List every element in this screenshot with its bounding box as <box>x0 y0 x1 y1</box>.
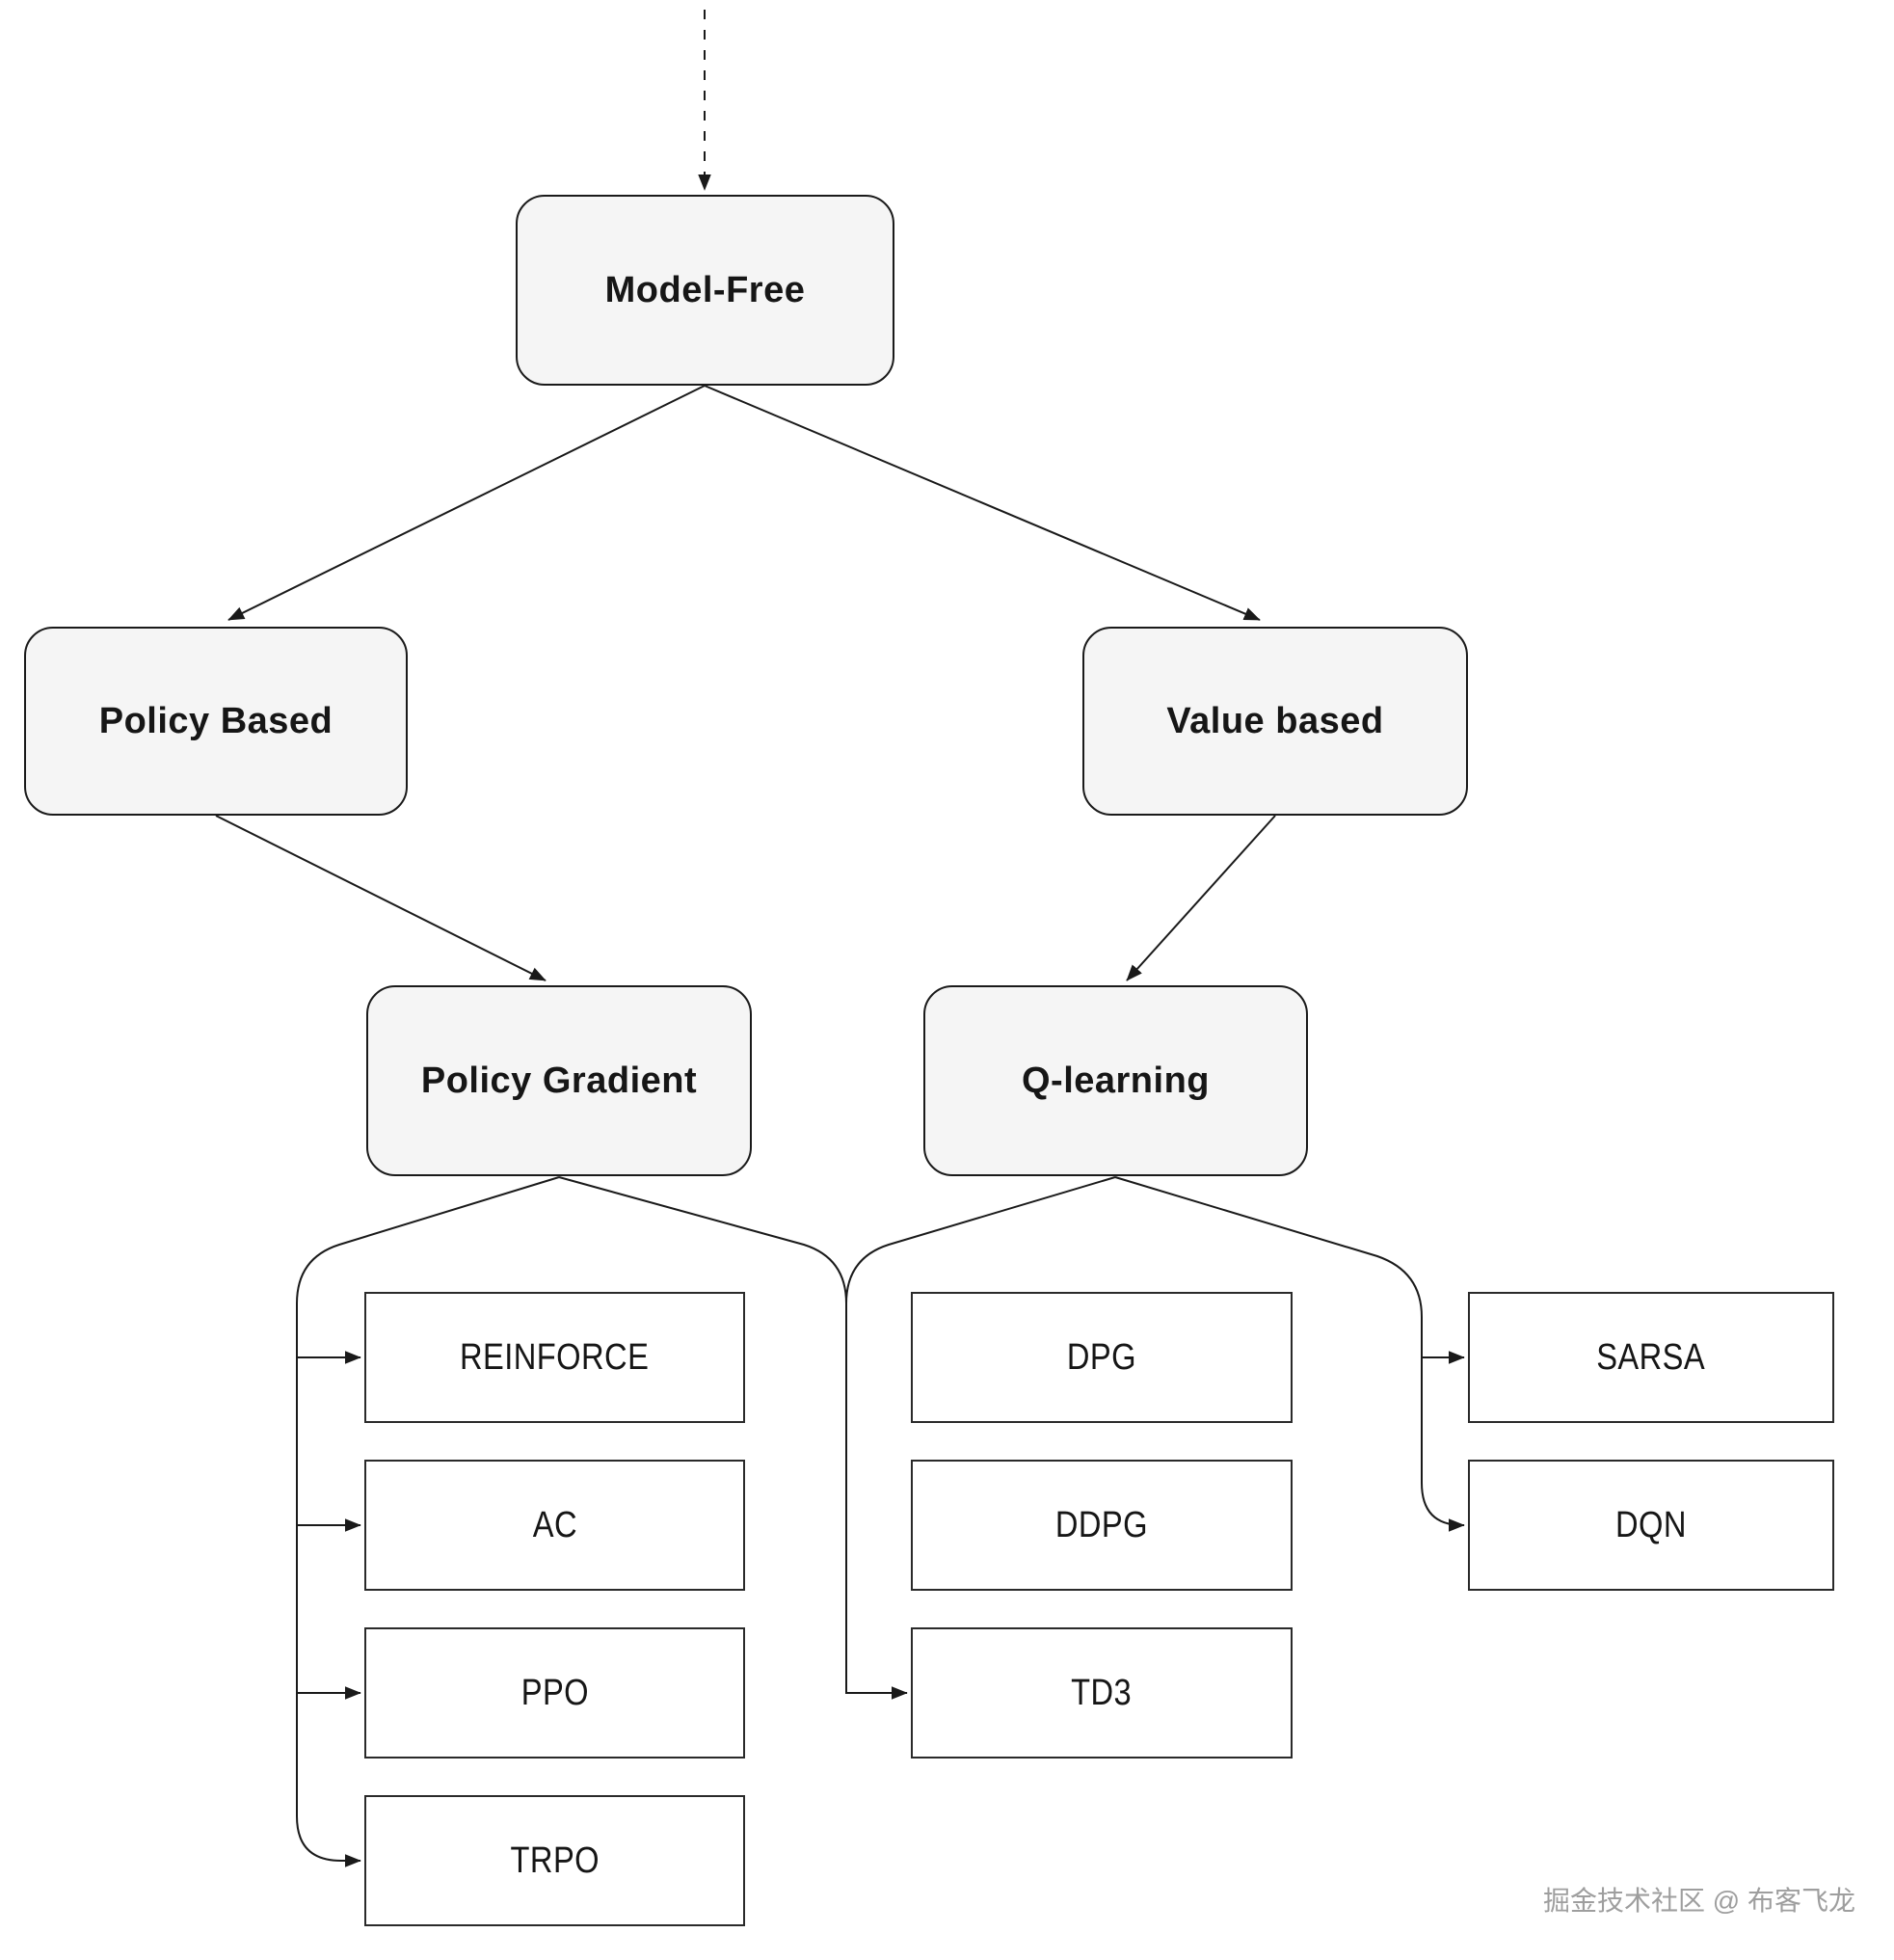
node-value-based-label: Value based <box>1166 700 1384 741</box>
node-reinforce-label: REINFORCE <box>460 1336 650 1378</box>
edge-q-learning-right-trunk-to-dqn <box>1114 1176 1465 1532</box>
node-dpg-label: DPG <box>1066 1336 1137 1378</box>
edge-policy-gradient-to-merge <box>558 1176 847 1304</box>
node-dqn-label: DQN <box>1615 1504 1687 1545</box>
node-ac: AC <box>364 1460 745 1591</box>
node-sarsa-label: SARSA <box>1596 1336 1706 1378</box>
node-sarsa: SARSA <box>1468 1292 1834 1423</box>
node-policy-gradient-label: Policy Gradient <box>420 1060 698 1101</box>
edge-model-free-to-policy-based <box>227 385 706 621</box>
node-ddpg-label: DDPG <box>1054 1504 1149 1545</box>
node-td3-label: TD3 <box>1071 1672 1133 1713</box>
edge-policy-gradient-left-trunk-to-trpo <box>296 1176 560 1867</box>
node-model-free-label: Model-Free <box>604 269 806 310</box>
node-trpo-label: TRPO <box>510 1839 600 1881</box>
watermark-text: 掘金技术社区 @ 布客飞龙 <box>1543 1886 1855 1916</box>
node-reinforce: REINFORCE <box>364 1292 745 1423</box>
node-dpg: DPG <box>911 1292 1293 1423</box>
edge-q-learning-to-merge <box>845 1176 1116 1304</box>
node-model-free: Model-Free <box>516 195 894 386</box>
node-ppo: PPO <box>364 1627 745 1759</box>
node-q-learning: Q-learning <box>923 985 1308 1176</box>
node-ppo-label: PPO <box>520 1672 589 1713</box>
node-ddpg: DDPG <box>911 1460 1293 1591</box>
node-td3: TD3 <box>911 1627 1293 1759</box>
edge-value-based-to-q-learning <box>1126 815 1276 981</box>
node-dqn: DQN <box>1468 1460 1834 1591</box>
node-policy-based: Policy Based <box>24 627 408 816</box>
node-q-learning-label: Q-learning <box>1021 1060 1211 1101</box>
edge-model-free-to-value-based <box>704 385 1261 621</box>
node-policy-based-label: Policy Based <box>98 700 333 741</box>
node-policy-gradient: Policy Gradient <box>366 985 752 1176</box>
edge-policy-based-to-policy-gradient <box>215 815 547 981</box>
node-trpo: TRPO <box>364 1795 745 1926</box>
edge-merged-trunk-to-td3 <box>845 1302 908 1700</box>
node-ac-label: AC <box>532 1504 577 1545</box>
node-value-based: Value based <box>1082 627 1468 816</box>
